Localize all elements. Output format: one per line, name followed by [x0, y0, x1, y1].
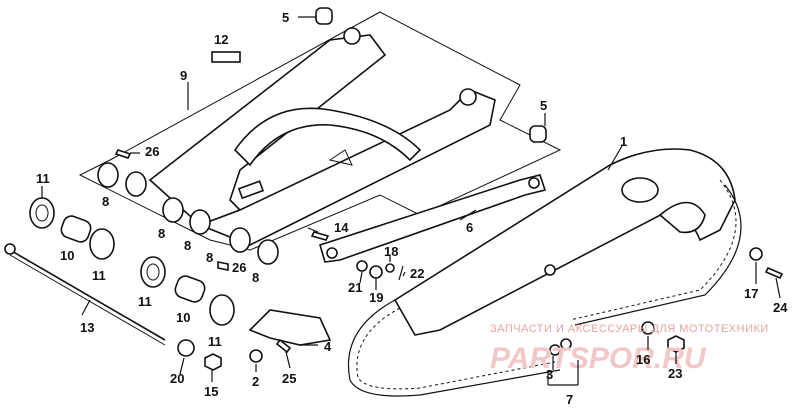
- cap-right: [529, 125, 547, 143]
- callout-8-a: 8: [102, 194, 109, 209]
- bushings: [97, 162, 279, 265]
- callout-26-lower: 26: [232, 260, 246, 275]
- callout-23: 23: [668, 366, 682, 381]
- callout-16: 16: [636, 352, 650, 367]
- callout-10-b: 10: [176, 310, 190, 325]
- callout-11-d: 11: [208, 334, 222, 349]
- callout-8-c: 8: [184, 238, 191, 253]
- callout-11-b: 11: [92, 268, 106, 283]
- drive-chain: [347, 179, 742, 397]
- callout-6: 6: [466, 220, 473, 235]
- callout-13: 13: [80, 320, 94, 335]
- callout-8-e: 8: [252, 270, 259, 285]
- cap-upper: [315, 7, 333, 25]
- watermark-caption: ЗАПЧАСТИ И АКСЕССУАРЫ ДЛЯ МОТОТЕХНИКИ: [490, 323, 769, 335]
- callout-18: 18: [384, 244, 398, 259]
- callout-25: 24: [773, 300, 788, 315]
- callout-21: 21: [348, 280, 362, 295]
- callout-20: 20: [170, 371, 184, 386]
- chain-case: [393, 148, 736, 336]
- slider-bracket: [248, 309, 332, 346]
- callout-11-c: 11: [138, 294, 152, 309]
- callout-8-b: 8: [158, 226, 165, 241]
- callout-24: 25: [282, 371, 296, 386]
- callout-9: 9: [180, 68, 187, 83]
- leader-lines: [41, 16, 781, 386]
- callout-8-d: 8: [206, 250, 213, 265]
- callout-5-right: 5: [540, 98, 547, 113]
- callout-4: 3: [546, 367, 553, 382]
- callout-26-upper: 26: [145, 144, 159, 159]
- pivot-bolt: [4, 243, 166, 346]
- callout-3: 7: [566, 392, 573, 407]
- callout-5-top: 5: [282, 10, 289, 25]
- callout-19: 19: [369, 290, 383, 305]
- watermark-brand: PARTSPOR.RU: [490, 342, 707, 375]
- callout-7: 4: [324, 339, 332, 354]
- seals-bearings: [29, 197, 235, 326]
- hardware: [114, 149, 784, 371]
- label-plate: [211, 51, 241, 63]
- callout-11-a: 11: [36, 171, 50, 186]
- callout-14: 14: [334, 220, 349, 235]
- callout-10-a: 10: [60, 248, 74, 263]
- callout-15: 15: [204, 384, 218, 399]
- callout-2: 2: [252, 374, 259, 389]
- swingarm: [148, 27, 496, 246]
- callout-17: 17: [744, 286, 758, 301]
- callout-labels: 5 12 9 5 1 26 11 8 8 8 8 8 14 6 26 10 11…: [36, 10, 788, 407]
- callout-1: 1: [620, 134, 627, 149]
- callout-12: 12: [214, 32, 228, 47]
- callout-22: 22: [410, 266, 424, 281]
- chain-guide-link: [319, 174, 547, 263]
